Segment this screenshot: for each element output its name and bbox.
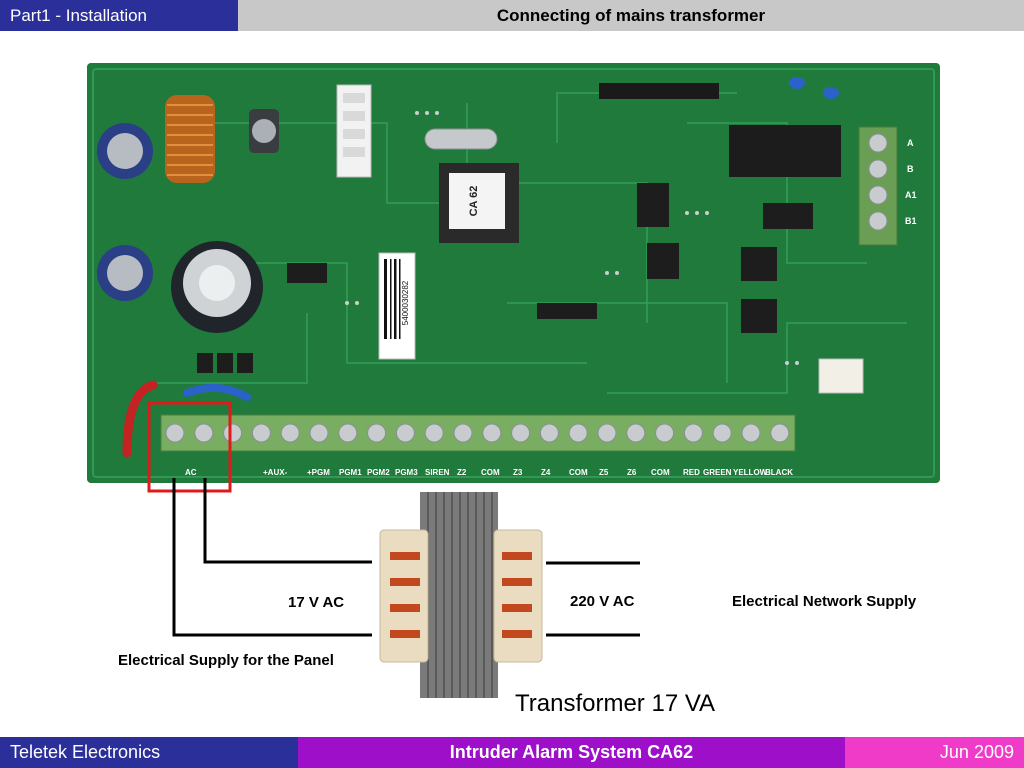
chip-label: CA 62 xyxy=(468,186,480,217)
footer-product: Intruder Alarm System CA62 xyxy=(298,737,845,768)
transformer-image xyxy=(379,492,543,698)
terminal-label-com-2: COM xyxy=(569,468,588,477)
transformer-label: Transformer 17 VA xyxy=(515,690,716,717)
side-terminal-a1: A1 xyxy=(905,190,917,200)
slide-title: Connecting of mains transformer xyxy=(238,0,1024,31)
circuit-board-photo: CA 62 5400030282 A B A1 B1 xyxy=(87,63,940,483)
network-supply-label: Electrical Network Supply xyxy=(732,593,917,610)
terminal-screw xyxy=(251,423,271,443)
terminal-label-aux: +AUX- xyxy=(263,468,288,477)
terminal-screw xyxy=(683,423,703,443)
terminal-label-z4: Z4 xyxy=(541,468,551,477)
terminal-screw xyxy=(223,423,243,443)
terminal-label-yellow: YELLOW xyxy=(733,468,768,477)
terminal-screw xyxy=(309,423,329,443)
footer-company: Teletek Electronics xyxy=(0,737,298,768)
secondary-wire-2 xyxy=(172,478,372,637)
terminal-label-pgm2: PGM2 xyxy=(367,468,390,477)
footer-date: Jun 2009 xyxy=(845,737,1024,768)
terminal-screw xyxy=(568,423,588,443)
terminal-label-com-3: COM xyxy=(651,468,670,477)
terminal-label-ac: AC xyxy=(185,468,197,477)
panel-supply-label: Electrical Supply for the Panel xyxy=(118,652,334,669)
section-label: Part1 - Installation xyxy=(0,0,238,31)
terminal-label-com-1: COM xyxy=(481,468,500,477)
terminal-screw xyxy=(482,423,502,443)
terminal-screw xyxy=(511,423,531,443)
side-terminal-b: B xyxy=(907,164,914,174)
terminal-screw xyxy=(194,423,214,443)
terminal-label-z6: Z6 xyxy=(627,468,637,477)
terminal-screw xyxy=(539,423,559,443)
secondary-voltage-label: 17 V AC xyxy=(288,594,345,611)
terminal-label-z5: Z5 xyxy=(599,468,609,477)
terminal-screw xyxy=(453,423,473,443)
terminal-label-z3: Z3 xyxy=(513,468,523,477)
terminal-screw xyxy=(655,423,675,443)
terminal-label-pgm3: PGM3 xyxy=(395,468,418,477)
terminal-screw xyxy=(597,423,617,443)
terminal-screw xyxy=(626,423,646,443)
terminal-screw xyxy=(770,423,790,443)
side-terminal-b1: B1 xyxy=(905,216,917,226)
terminal-label-z2: Z2 xyxy=(457,468,467,477)
primary-voltage-label: 220 V AC xyxy=(570,593,635,610)
terminal-screw xyxy=(165,423,185,443)
terminal-screw xyxy=(280,423,300,443)
terminal-screw xyxy=(338,423,358,443)
terminal-screw xyxy=(367,423,387,443)
ac-terminal-highlight xyxy=(147,401,232,493)
terminal-screw xyxy=(424,423,444,443)
terminal-screw xyxy=(395,423,415,443)
secondary-wire-1 xyxy=(203,478,372,564)
side-terminal-a: A xyxy=(907,138,914,148)
terminal-label-red: RED xyxy=(683,468,700,477)
terminal-screw xyxy=(741,423,761,443)
terminal-label-black: BLACK xyxy=(765,468,793,477)
terminal-screw xyxy=(712,423,732,443)
barcode-number: 5400030282 xyxy=(401,280,410,325)
terminal-label-pgm1: PGM1 xyxy=(339,468,362,477)
terminal-label-siren: SIREN xyxy=(425,468,450,477)
terminal-label-pgm: +PGM xyxy=(307,468,330,477)
terminal-label-green: GREEN xyxy=(703,468,732,477)
